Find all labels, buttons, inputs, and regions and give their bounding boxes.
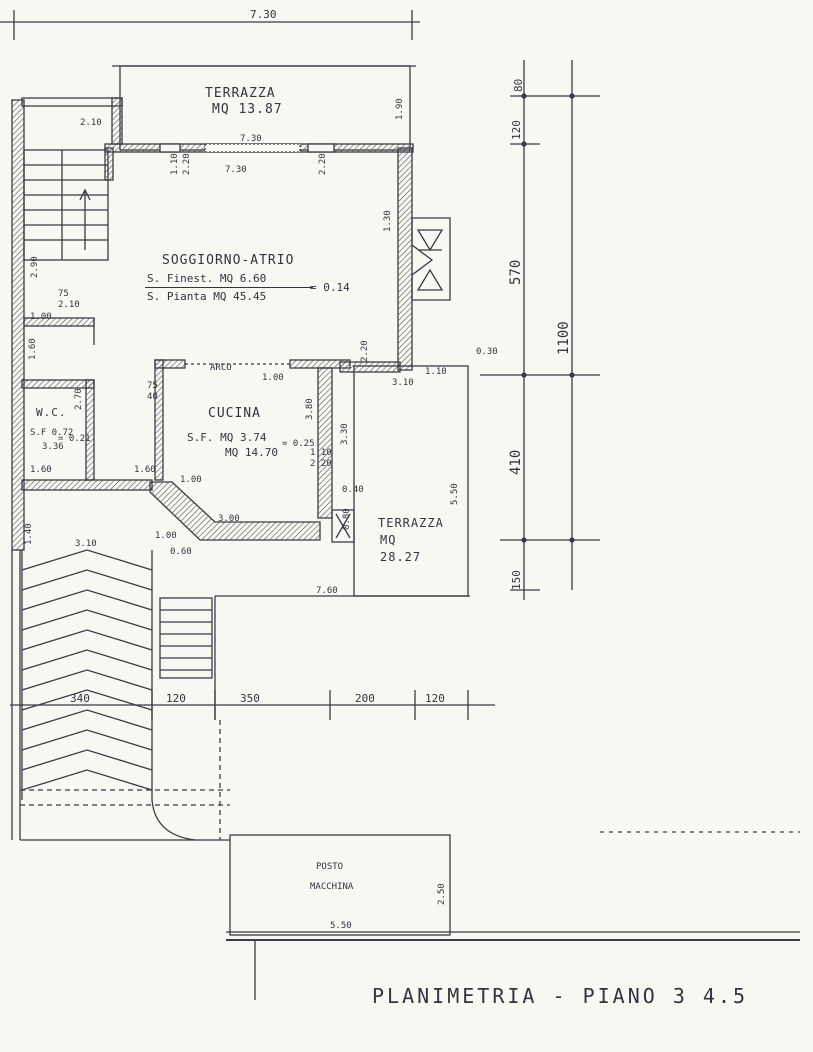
dim-040: 0.40: [342, 485, 364, 495]
dim-730-b: 7.30: [225, 165, 247, 175]
dim-right-80: 80: [512, 78, 525, 92]
dim-330: 3.30: [340, 423, 350, 445]
dim-030: 0.30: [476, 347, 498, 357]
dim-190: 1.90: [395, 98, 405, 120]
living-room-fraction-bar: [145, 287, 313, 288]
dim-100-d: 1.00: [155, 531, 177, 541]
dim-40: 40: [147, 392, 158, 402]
kitchen-window-area: S.F. MQ 3.74: [187, 431, 267, 444]
dim-200: 200: [355, 692, 375, 705]
dim-300: 3.00: [218, 514, 240, 524]
terrace-top-name: TERRAZZA: [205, 86, 276, 101]
dim-350: 350: [240, 692, 260, 705]
dim-220-kitchen: 2.20: [310, 459, 332, 469]
dim-130: 1.30: [383, 210, 393, 232]
dim-120: 120: [166, 692, 186, 705]
ramp-chevrons: [21, 549, 153, 800]
chimney-block: [411, 217, 451, 301]
dim-right-570: 570: [508, 259, 524, 285]
dim-550-b: 5.50: [330, 921, 352, 931]
dim-270: 2.70: [74, 388, 84, 410]
wc-floor-area: 3.36: [42, 442, 64, 452]
dim-110-b: 1.10: [310, 448, 332, 458]
dim-550: 5.50: [450, 483, 460, 505]
dim-right-410: 410: [508, 449, 524, 475]
terrace-right-area-label: MQ: [380, 533, 397, 547]
dim-160: 1.60: [28, 338, 38, 360]
living-room-ratio: = 0.14: [310, 281, 350, 294]
wc-ratio: = 0.21: [58, 434, 91, 444]
dim-250: 2.50: [437, 883, 447, 905]
dim-310-b: 3.10: [75, 539, 97, 549]
dim-100: 1.00: [30, 312, 52, 322]
kitchen-ratio: = 0.25: [282, 439, 315, 449]
living-room-walls: [21, 97, 414, 371]
dim-75: 75: [58, 289, 69, 299]
dim-290: 2.90: [30, 256, 40, 278]
kitchen-name: CUCINA: [208, 406, 261, 421]
dim-060: 0.60: [170, 547, 192, 557]
dim-140: 1.40: [24, 523, 34, 545]
living-room-name: SOGGIORNO-ATRIO: [162, 253, 295, 268]
dim-310: 3.10: [392, 378, 414, 388]
dim-top-730: 7.30: [250, 8, 277, 21]
dim-right-150: 150: [510, 570, 523, 590]
stairs-lower: [159, 597, 213, 679]
parking-space-outline: [229, 834, 451, 936]
dim-120-b: 120: [425, 692, 445, 705]
dim-340: 340: [70, 692, 90, 705]
dim-220-a: 2.20: [182, 153, 192, 175]
dim-160-c: 1.60: [134, 465, 156, 475]
arco-label: ARCO: [210, 363, 232, 373]
plan-title: PLANIMETRIA - PIANO 3 4.5: [372, 984, 749, 1008]
dim-100-c: 1.00: [180, 475, 202, 485]
stairs-upper: [23, 149, 109, 261]
living-room-floor-area: S. Pianta MQ 45.45: [147, 290, 267, 303]
terrace-right-name: TERRAZZA: [378, 516, 444, 530]
wc-name: W.C.: [36, 406, 67, 419]
dim-100-b: 1.00: [262, 373, 284, 383]
dim-110-c: 1.10: [425, 367, 447, 377]
parking-name-1: POSTO: [316, 862, 344, 872]
terrace-right-area-value: 28.27: [380, 550, 422, 564]
living-room-window-area: S. Finest. MQ 6.60: [147, 272, 267, 285]
dim-220-b: 2.20: [318, 153, 328, 175]
dim-75-b: 75: [147, 381, 158, 391]
dim-110: 1.10: [170, 153, 180, 175]
parking-name-2: MACCHINA: [310, 882, 354, 892]
wc-window-area: S.F 0.72: [30, 428, 74, 438]
dim-730-a: 7.30: [240, 134, 262, 144]
dim-210: 2.10: [80, 118, 102, 128]
kitchen-lower-wall: [149, 481, 321, 541]
dim-160-b: 1.60: [30, 465, 52, 475]
kitchen-floor-area: MQ 14.70: [225, 446, 278, 459]
terrace-top-area: MQ 13.87: [212, 102, 283, 117]
dim-080: 0.80: [342, 508, 352, 530]
dim-right-1100: 1100: [556, 321, 572, 355]
dim-220-c: 2.20: [360, 340, 370, 362]
dim-380: 3.80: [305, 398, 315, 420]
dim-right-120: 120: [510, 120, 523, 140]
dim-760: 7.60: [316, 586, 338, 596]
dim-210-b: 2.10: [58, 300, 80, 310]
